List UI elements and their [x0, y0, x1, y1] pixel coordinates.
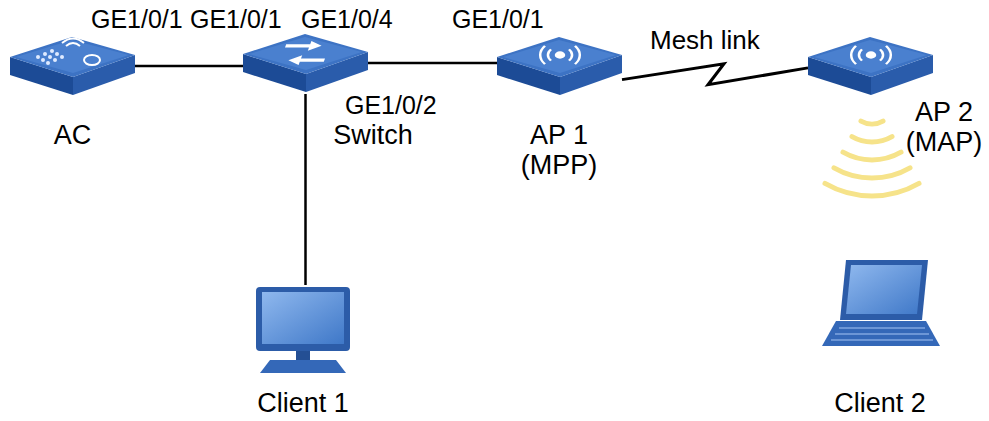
port-label: GE1/0/4 — [301, 5, 393, 33]
device-node: AP 1 (MPP) — [497, 35, 622, 97]
device-node: AC — [10, 35, 135, 97]
desktop-icon — [256, 287, 350, 373]
device-label: Client 2 — [805, 388, 955, 418]
device-node: Client 2 — [825, 255, 935, 350]
device-node: Switch — [243, 32, 368, 94]
port-label: GE1/0/1 — [190, 5, 282, 33]
switch-icon — [243, 34, 368, 92]
ap-icon — [808, 37, 933, 95]
wireless-signal — [825, 121, 919, 196]
mesh-link — [622, 64, 808, 85]
ap-icon — [497, 37, 622, 95]
device-label: Switch — [323, 120, 423, 150]
ethernet-link — [135, 65, 243, 68]
port-label: GE1/0/1 — [452, 5, 544, 33]
ethernet-link — [368, 62, 497, 65]
link-label: Mesh link — [648, 26, 762, 54]
device-node: AP 2 (MAP) — [808, 35, 933, 97]
device-label: AC — [10, 120, 135, 150]
device-label: AP 1 (MPP) — [515, 120, 603, 180]
device-label: AP 2 (MAP) — [904, 97, 984, 157]
device-node: Client 1 — [243, 285, 363, 375]
device-label: Client 1 — [228, 388, 378, 418]
port-label: GE1/0/2 — [345, 91, 437, 119]
port-label: GE1/0/1 — [91, 5, 183, 33]
ethernet-link — [304, 94, 307, 285]
ac-icon — [10, 37, 135, 95]
laptop-icon — [822, 260, 940, 346]
